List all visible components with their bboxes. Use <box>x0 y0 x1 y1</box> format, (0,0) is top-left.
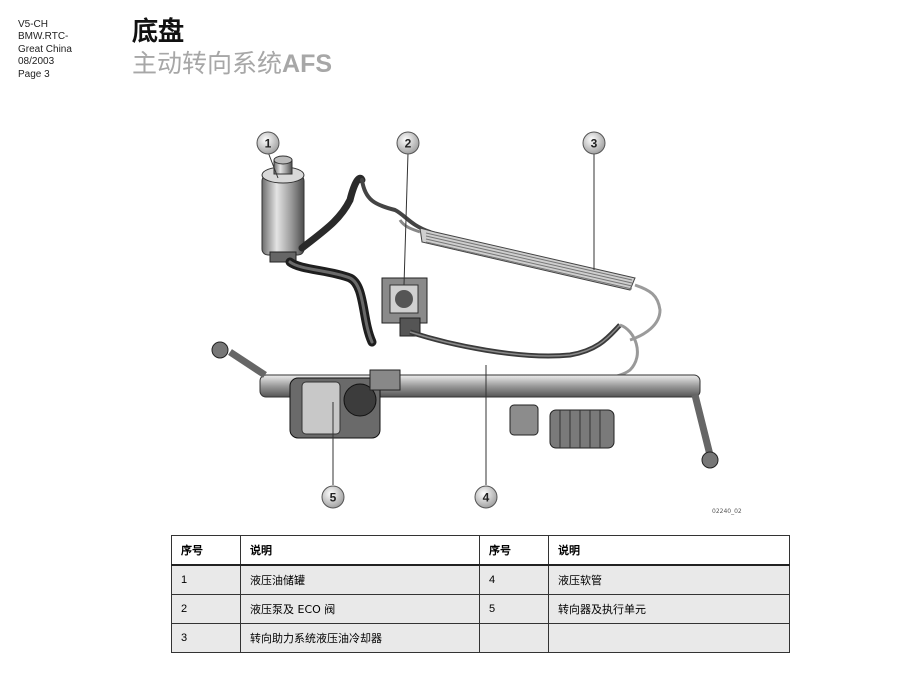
callout-leaders <box>267 151 595 485</box>
page-subtitle: 主动转向系统AFS <box>132 44 332 80</box>
table-row: 3 转向助力系统液压油冷却器 <box>171 623 790 653</box>
callout-label: 5 <box>330 491 337 505</box>
item-description: 转向助力系统液压油冷却器 <box>240 623 480 653</box>
item-number: 5 <box>479 594 549 624</box>
item-description: 转向器及执行单元 <box>548 594 790 624</box>
meta-line: BMW.RTC- <box>18 31 69 43</box>
item-description: 液压泵及 ECO 阀 <box>240 594 480 624</box>
header-number: 序号 <box>171 535 241 566</box>
item-number: 2 <box>171 594 241 624</box>
header-number: 序号 <box>479 535 549 566</box>
steering-gear-part <box>211 341 719 469</box>
table-row: 1 液压油储罐 4 液压软管 <box>171 564 790 595</box>
item-number: 3 <box>171 623 241 653</box>
legend-table: 序号 说明 序号 说明 1 液压油储罐 4 液压软管 2 液压泵及 ECO 阀 … <box>171 535 790 653</box>
reservoir-hoses <box>285 174 432 347</box>
meta-line: V5-CH <box>18 19 49 30</box>
header-description: 说明 <box>548 535 790 566</box>
callout-label: 2 <box>405 137 412 151</box>
item-description: 液压油储罐 <box>240 564 480 595</box>
meta-line: 08/2003 <box>18 56 55 68</box>
table-row: 2 液压泵及 ECO 阀 5 转向器及执行单元 <box>171 594 790 624</box>
steering-system-illustration: 1 2 3 4 5 <box>211 131 719 509</box>
document-meta: V5-CH BMW.RTC- Great China 08/2003 Page … <box>18 19 118 81</box>
hydraulic-hose-part <box>409 323 639 382</box>
reservoir-part <box>261 155 305 263</box>
header-description: 说明 <box>240 535 480 566</box>
page-title: 底盘 <box>132 17 185 47</box>
subtitle-cn: 主动转向系统 <box>132 49 283 78</box>
cooler-part <box>398 219 662 342</box>
callout-4: 4 <box>474 485 498 509</box>
callout-5: 5 <box>321 485 345 509</box>
meta-line: Page 3 <box>18 68 50 80</box>
meta-line: Great China <box>18 43 72 55</box>
figure-code: 02240_02 <box>712 508 742 515</box>
callout-label: 1 <box>265 137 272 151</box>
item-number: 4 <box>479 564 549 595</box>
callout-1: 1 <box>256 131 280 155</box>
callout-2: 2 <box>396 131 420 155</box>
item-number <box>479 623 549 653</box>
item-number: 1 <box>171 564 241 595</box>
item-description: 液压软管 <box>548 564 790 595</box>
legend-header-row: 序号 说明 序号 说明 <box>171 535 790 566</box>
callout-3: 3 <box>582 131 606 155</box>
pump-part <box>381 277 428 337</box>
item-description <box>548 623 790 653</box>
callout-label: 3 <box>591 137 598 151</box>
callout-label: 4 <box>483 491 490 505</box>
subtitle-en: AFS <box>282 50 333 78</box>
